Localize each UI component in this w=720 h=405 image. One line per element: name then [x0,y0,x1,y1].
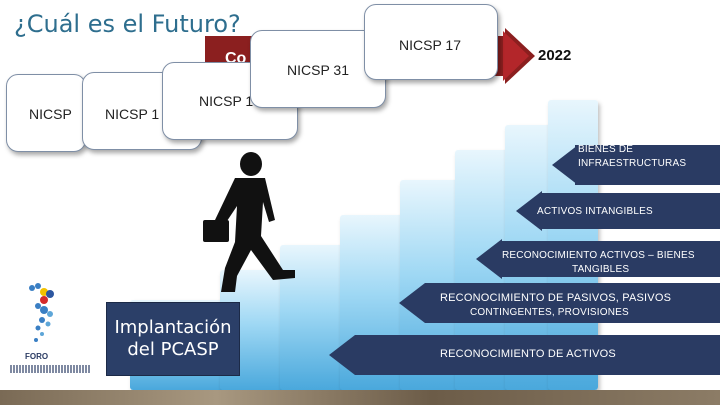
callout-nicsp-left: NICSP [6,74,86,152]
pointer-arrow [540,193,720,229]
callout-label: NICSP [29,106,72,122]
target-year: 2022 [538,47,572,64]
logo-label: FORO [25,352,49,361]
callout-label: NICSP 31 [287,62,349,78]
callout-nicsp-31: NICSP 31 [250,30,386,108]
pointer-text: BIENES DE [578,144,634,155]
floor-strip [0,390,720,405]
pointer-text: RECONOCIMIENTO DE ACTIVOS [440,348,616,360]
pointer-text: ACTIVOS INTANGIBLES [537,206,653,217]
implantacion-box: Implantación del PCASP [106,302,240,376]
pointer-arrow-head [516,191,542,231]
businessman-silhouette [203,152,295,292]
slide-title: ¿Cuál es el Futuro? [14,10,241,38]
callout-label: NICSP 1 [105,106,160,122]
pointer-text: RECONOCIMIENTO DE PASIVOS, PASIVOS [440,292,672,304]
pointer-arrow-head [329,335,355,375]
callout-label: NICSP 17 [399,37,461,53]
callout-label: NICSP 1 [199,93,254,109]
pointer-arrow [500,241,720,277]
timeline-arrow-head-inner [503,31,529,81]
pointer-arrow-head [552,145,578,185]
pointer-arrow [425,283,720,323]
pointer-arrow [575,145,720,185]
pointer-text: CONTINGENTES, PROVISIONES [470,307,629,318]
pointer-arrow-head [399,283,425,323]
pointer-arrow [355,335,720,375]
callout-nicsp-17: NICSP 17 [364,4,498,80]
pointer-text: INFRAESTRUCTURAS [578,158,687,169]
logo-subtitle-bar [10,365,90,373]
pointer-text: RECONOCIMIENTO ACTIVOS – BIENES [502,250,695,261]
implantacion-line: Implantación [114,317,232,338]
foro-logo-icon [29,283,54,342]
pointer-arrow-head [476,239,502,279]
pointer-text: TANGIBLES [572,264,630,275]
implantacion-line: del PCASP [127,339,219,360]
